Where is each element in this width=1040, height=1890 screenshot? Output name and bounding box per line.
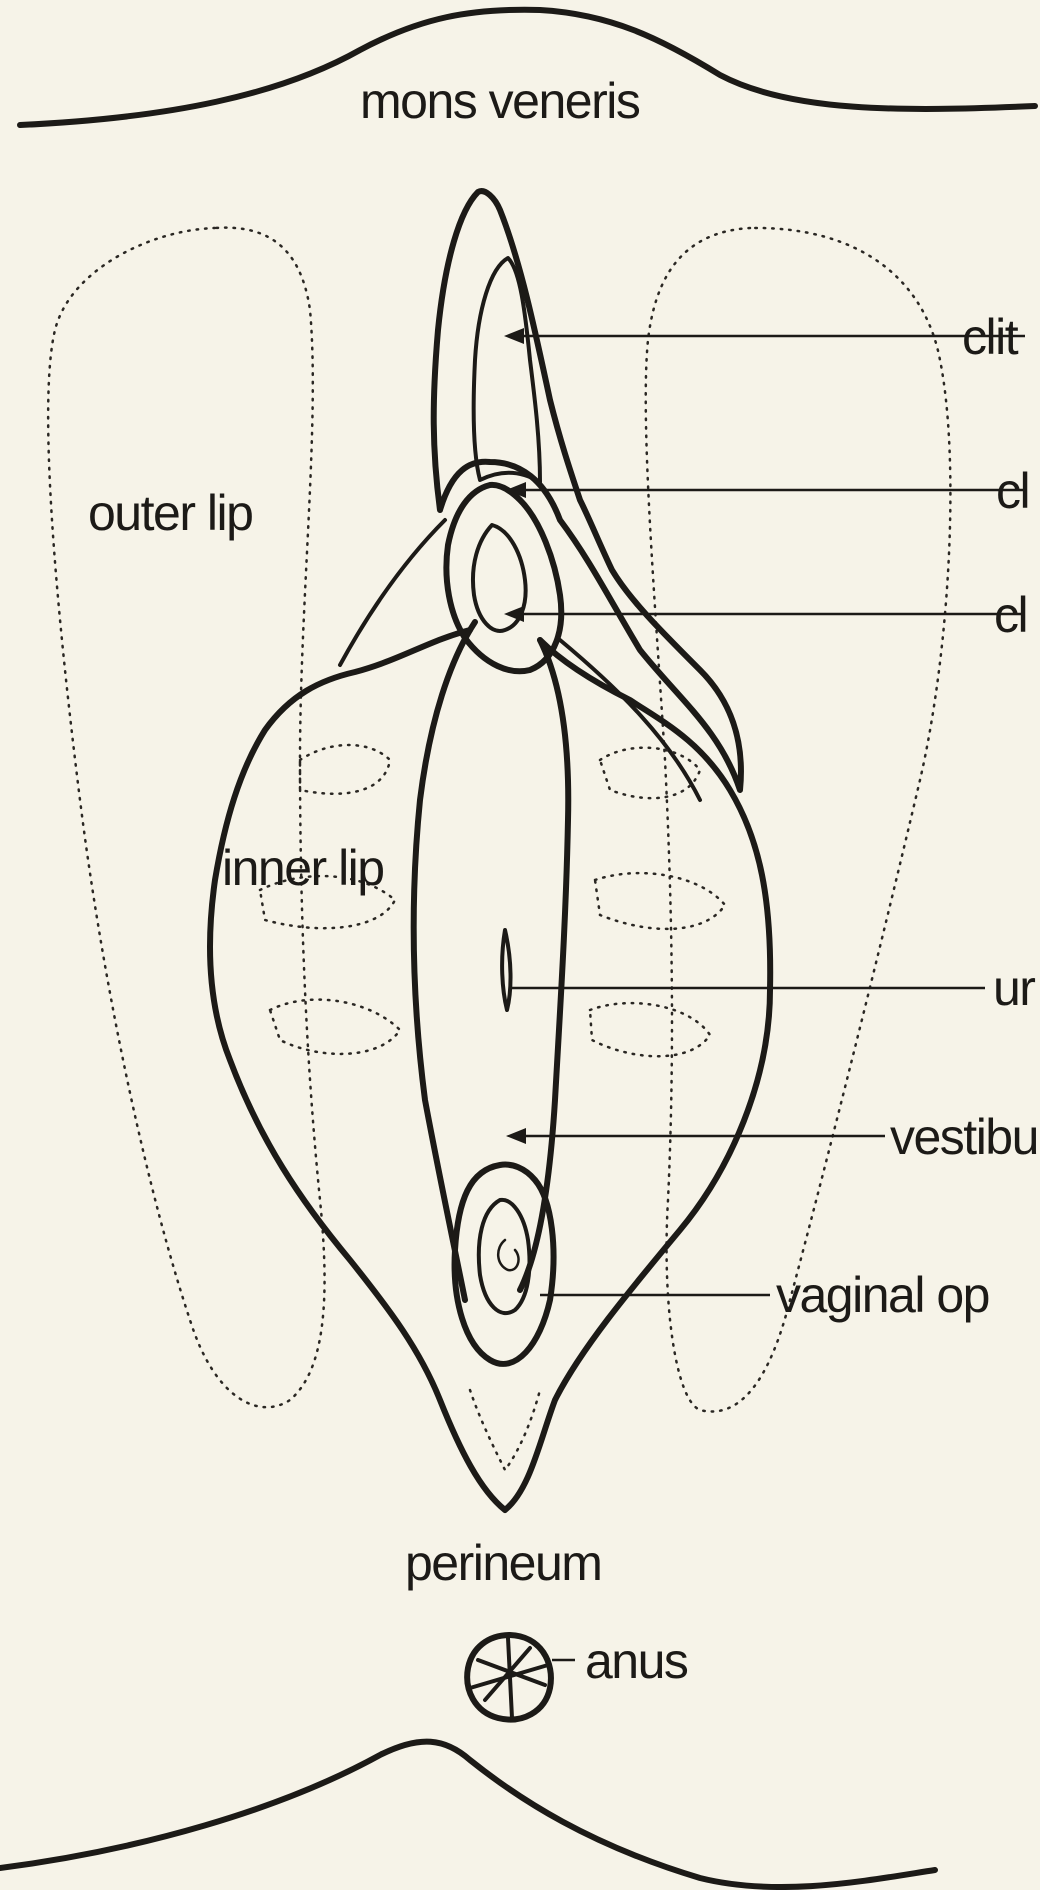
inner-lip-texture-6	[590, 1003, 710, 1056]
label-clitoris: clit	[962, 309, 1019, 365]
perineum-inner-dots	[470, 1390, 540, 1470]
vaginal-opening-inner	[479, 1200, 530, 1313]
bottom-contour	[0, 1742, 935, 1887]
inner-lip-boundary	[210, 630, 770, 1510]
inner-lip-texture-5	[595, 873, 725, 929]
label-vaginal-opening: vaginal op	[776, 1267, 989, 1323]
label-inner-lip: inner lip	[222, 840, 384, 896]
label-urethral-partial: ur	[993, 960, 1035, 1016]
pointer-clitoris	[504, 328, 1025, 344]
anus-drawing	[467, 1635, 551, 1720]
label-perineum: perineum	[405, 1535, 601, 1591]
label-cl-lower: cl	[994, 587, 1027, 643]
outer-lip-left-outline	[48, 228, 324, 1408]
label-mons-veneris: mons veneris	[360, 73, 640, 129]
clitoris-inner	[474, 258, 540, 482]
outer-lip-right-outline	[646, 228, 951, 1412]
pointer-cl-lower	[504, 606, 1025, 622]
vaginal-opening-swirl	[498, 1240, 518, 1270]
label-outer-lip: outer lip	[88, 485, 252, 541]
hood-band-right	[560, 640, 700, 800]
label-vestibule: vestibu	[890, 1109, 1038, 1165]
inner-lip-texture-3	[270, 1000, 400, 1054]
pointer-cl-upper	[506, 482, 1025, 498]
vaginal-opening-outer	[455, 1165, 554, 1364]
label-cl-upper: cl	[996, 463, 1029, 519]
urethral-opening	[502, 930, 510, 1010]
inner-lip-texture-1	[300, 745, 390, 794]
pointer-vestibule	[506, 1128, 885, 1144]
label-anus: anus	[585, 1633, 688, 1689]
